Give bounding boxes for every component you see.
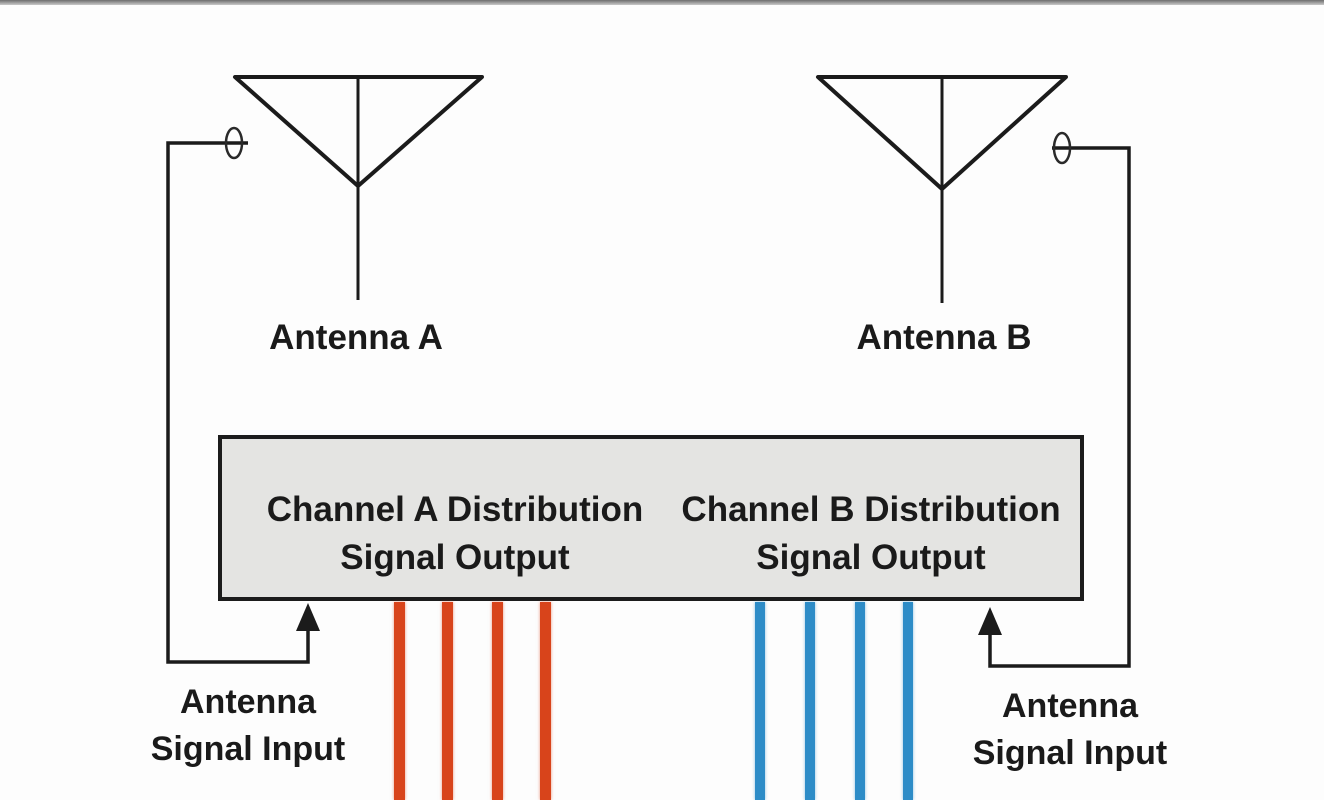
distribution-box: Channel A Distribution Signal Output Cha… <box>218 435 1084 601</box>
channel-a-cable <box>492 602 503 800</box>
antenna-a-feed-arrowhead <box>296 603 320 631</box>
channel-a-output-label-line2: Signal Output <box>340 538 570 577</box>
top-border-line <box>0 0 1324 5</box>
channel-a-output-label-line1: Channel A Distribution <box>266 490 644 529</box>
antenna-b-feed-arrowhead <box>978 607 1002 635</box>
channel-b-cable <box>855 602 865 800</box>
antenna-a-label: Antenna A <box>269 318 443 357</box>
antenna-signal-input-right-line1: Antenna <box>1002 687 1138 725</box>
antenna-a-connector-icon <box>224 126 244 160</box>
antenna-signal-input-left-line2: Signal Input <box>150 730 346 768</box>
channel-b-output-label: Channel B Distribution Signal Output <box>656 486 1086 582</box>
channel-a-output-label: Channel A Distribution Signal Output <box>240 486 670 582</box>
antenna-a-feed-wire <box>166 141 310 664</box>
antenna-b-label: Antenna B <box>856 318 1032 357</box>
antenna-signal-input-right-line2: Signal Input <box>972 734 1168 772</box>
antenna-a-icon <box>233 75 484 300</box>
antenna-signal-input-label-left: Antenna Signal Input <box>78 679 418 773</box>
channel-b-cable <box>903 602 913 800</box>
antenna-signal-input-left-line1: Antenna <box>180 683 316 721</box>
channel-b-cable <box>805 602 815 800</box>
antenna-b-icon <box>816 75 1068 303</box>
channel-b-output-label-line1: Channel B Distribution <box>681 490 1061 529</box>
channel-a-cable <box>442 602 453 800</box>
antenna-b-feed-wire <box>988 146 1131 668</box>
channel-a-cable <box>540 602 551 800</box>
channel-b-output-label-line2: Signal Output <box>756 538 986 577</box>
channel-a-cable <box>394 602 405 800</box>
antenna-b-connector-icon <box>1052 131 1072 165</box>
antenna-signal-input-label-right: Antenna Signal Input <box>900 683 1240 777</box>
channel-b-cable <box>755 602 765 800</box>
